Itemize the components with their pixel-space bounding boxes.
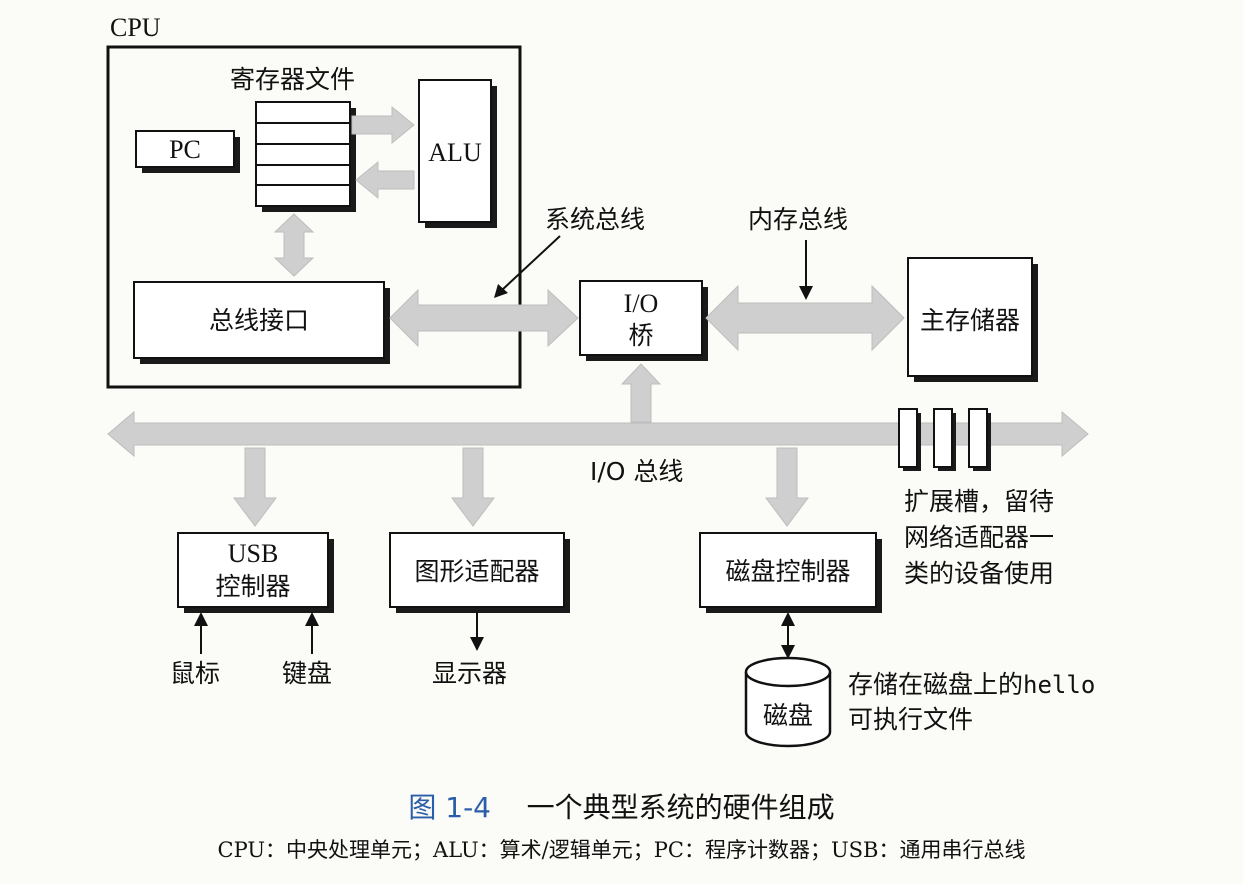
display-arrow-head (470, 637, 484, 651)
memory-bus-label: 内存总线 (748, 205, 848, 234)
disk-controller-label: 磁盘控制器 (725, 557, 850, 586)
io-bus (107, 410, 1089, 458)
alu: ALU (418, 79, 497, 228)
disk-controller: 磁盘控制器 (699, 532, 882, 613)
register-to-alu-arrow (351, 105, 415, 145)
register-bus-interface-arrow (273, 213, 315, 277)
usb-controller-line1: USB (228, 539, 279, 568)
disk: 磁盘 (744, 656, 832, 748)
graphics-adapter: 图形适配器 (389, 532, 570, 613)
memory-bus-pointer-head (799, 286, 813, 300)
bridge-io-bus-arrow (620, 363, 662, 423)
hello-note-prefix: 存储在磁盘上的 (848, 670, 1023, 699)
abbreviation-legend: CPU：中央处理单元；ALU：算术/逻辑单元；PC：程序计数器；USB：通用串行… (217, 838, 1026, 862)
io-bridge: I/O 桥 (579, 280, 708, 361)
hello-note-line1: 存储在磁盘上的hello (848, 670, 1095, 699)
expansion-slots-line3: 类的设备使用 (904, 559, 1054, 588)
usb-controller: USB 控制器 (177, 532, 334, 613)
alu-to-register-arrow (355, 160, 415, 200)
figure-title: 一个典型系统的硬件组成 (526, 791, 835, 824)
io-bus-label: I/O 总线 (590, 457, 683, 486)
io-bus-to-graphics-arrow (451, 447, 495, 527)
system-bus-label: 系统总线 (545, 205, 645, 234)
pc-label: PC (169, 135, 201, 164)
expansion-slots: 扩展槽，留待 网络适配器一 类的设备使用 (898, 408, 1054, 588)
graphics-adapter-label: 图形适配器 (414, 557, 539, 586)
expansion-slots-line2: 网络适配器一 (904, 523, 1054, 552)
figure-number: 图 1-4 (408, 791, 491, 824)
memory-bus (705, 284, 905, 352)
keyboard-arrow-head (305, 612, 319, 626)
main-memory: 主存储器 (907, 257, 1038, 382)
register-file: 寄存器文件 (230, 65, 356, 212)
mouse-arrow-head (194, 612, 208, 626)
pc-register: PC (135, 130, 240, 173)
system-bus (389, 288, 579, 348)
figure-caption: 图 1-4 一个典型系统的硬件组成 (0, 786, 1243, 826)
cpu-label: CPU (110, 13, 161, 42)
hello-note-code: hello (1023, 671, 1095, 699)
system-bus-pointer-head (494, 284, 508, 298)
alu-label: ALU (428, 138, 482, 167)
expansion-slots-line1: 扩展槽，留待 (904, 487, 1054, 516)
disk-link-head-down (781, 645, 795, 659)
cpu-chip: CPU (106, 13, 522, 389)
main-memory-label: 主存储器 (920, 306, 1020, 335)
hello-note-line2: 可执行文件 (848, 705, 973, 734)
usb-controller-line2: 控制器 (215, 572, 290, 601)
disk-label: 磁盘 (763, 701, 813, 730)
system-bus-pointer (501, 235, 561, 291)
register-file-label: 寄存器文件 (230, 65, 355, 94)
disk-link-head-up (781, 612, 795, 626)
mouse-label: 鼠标 (170, 659, 220, 688)
io-bridge-line1: I/O (624, 289, 659, 318)
display-label: 显示器 (432, 659, 507, 688)
keyboard-label: 键盘 (282, 659, 332, 688)
io-bus-to-disk-controller-arrow (765, 447, 809, 527)
io-bus-to-usb-arrow (233, 447, 277, 527)
bus-interface: 总线接口 (133, 281, 390, 364)
io-bridge-line2: 桥 (628, 321, 653, 350)
bus-interface-label: 总线接口 (209, 306, 309, 335)
